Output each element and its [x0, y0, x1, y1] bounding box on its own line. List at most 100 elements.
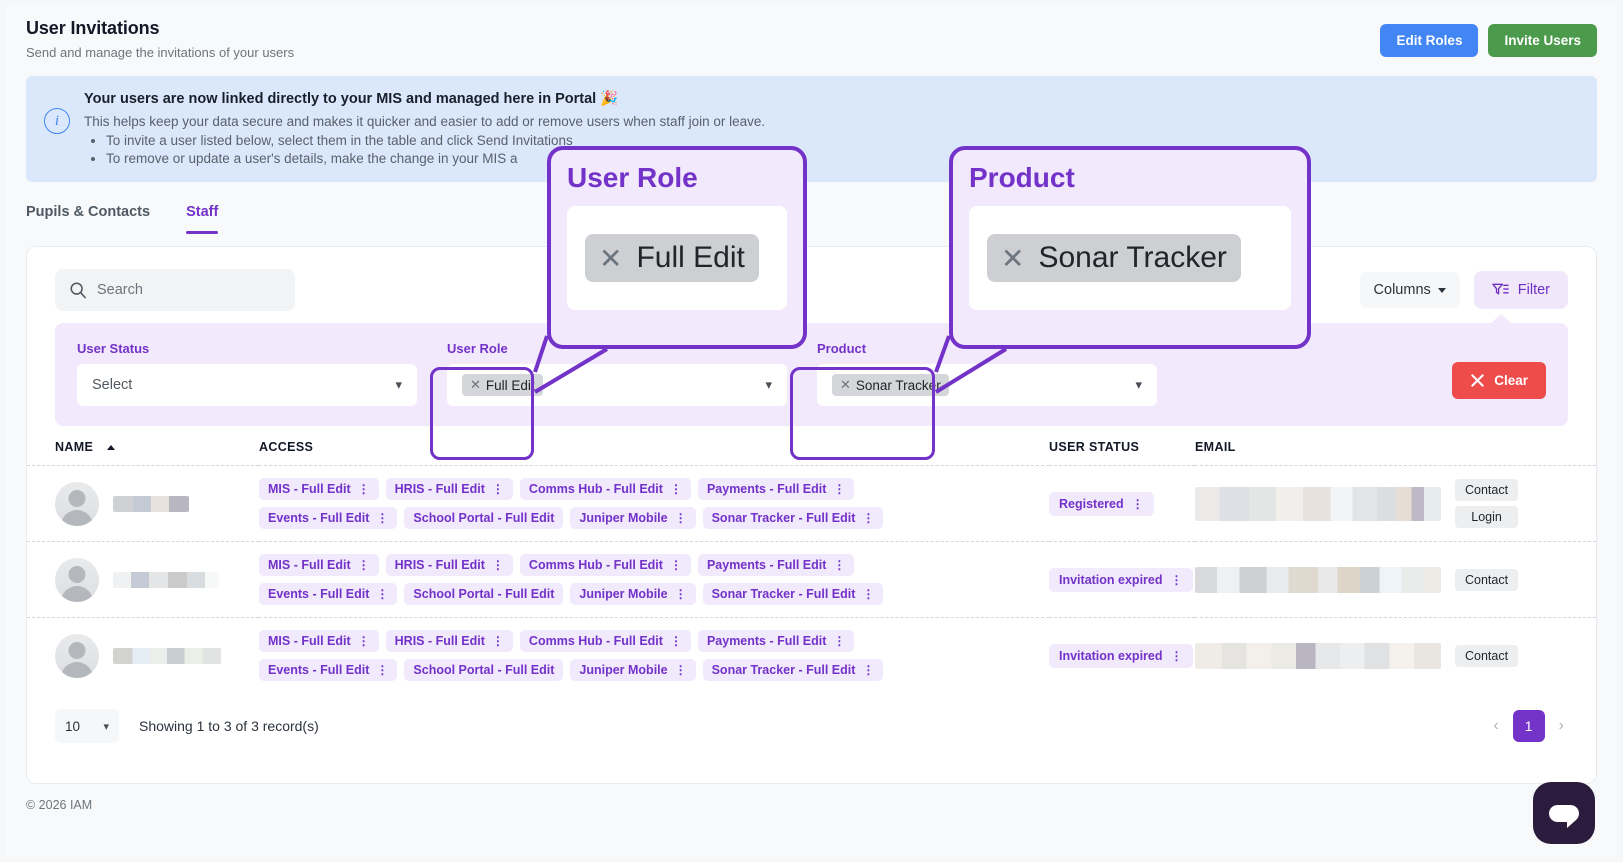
access-badge[interactable]: Sonar Tracker - Full Edit⋮	[702, 507, 884, 529]
access-badge[interactable]: Juniper Mobile⋮	[570, 583, 696, 605]
kebab-menu-icon[interactable]: ⋮	[862, 663, 875, 677]
kebab-menu-icon[interactable]: ⋮	[674, 587, 687, 601]
kebab-menu-icon[interactable]: ⋮	[491, 634, 504, 648]
page-size-select[interactable]: 10 ▾	[55, 709, 119, 743]
chevron-down-icon: ▾	[103, 720, 109, 733]
access-badge[interactable]: MIS - Full Edit⋮	[259, 478, 379, 500]
filter-product-select[interactable]: ✕ Sonar Tracker ▾	[817, 364, 1157, 406]
edit-roles-button[interactable]: Edit Roles	[1380, 24, 1479, 57]
email-redacted	[1195, 486, 1441, 521]
contact-button[interactable]: Contact	[1455, 568, 1519, 591]
access-badge[interactable]: Comms Hub - Full Edit⋮	[519, 478, 691, 500]
tab-staff[interactable]: Staff	[186, 204, 219, 234]
column-header-name[interactable]: NAME	[27, 440, 259, 466]
status-badge[interactable]: Invitation expired ⋮	[1049, 567, 1193, 592]
filter-button[interactable]: Filter	[1473, 271, 1568, 309]
column-header-name-label: NAME	[55, 440, 94, 454]
filter-user-role-chip[interactable]: ✕ Full Edit	[462, 374, 543, 396]
login-button[interactable]: Login	[1455, 506, 1519, 528]
kebab-menu-icon[interactable]: ⋮	[1131, 496, 1144, 511]
cell-name	[27, 466, 259, 542]
kebab-menu-icon[interactable]: ⋮	[376, 587, 389, 601]
kebab-menu-icon[interactable]: ⋮	[1170, 572, 1183, 587]
access-badge[interactable]: Events - Full Edit⋮	[259, 583, 398, 605]
kebab-menu-icon[interactable]: ⋮	[833, 558, 846, 572]
access-badge[interactable]: Payments - Full Edit⋮	[697, 630, 855, 652]
kebab-menu-icon[interactable]: ⋮	[833, 634, 846, 648]
access-badge-label: MIS - Full Edit	[268, 558, 351, 572]
access-badge[interactable]: Sonar Tracker - Full Edit⋮	[702, 583, 884, 605]
row-actions: Contact	[1455, 644, 1519, 667]
name-redacted	[113, 495, 189, 512]
kebab-menu-icon[interactable]: ⋮	[357, 558, 370, 572]
access-badge[interactable]: Juniper Mobile⋮	[570, 659, 696, 681]
access-badge[interactable]: HRIS - Full Edit⋮	[385, 478, 513, 500]
access-badge[interactable]: HRIS - Full Edit ⋮	[385, 554, 513, 576]
table-row[interactable]: MIS - Full Edit⋮ HRIS - Full Edit⋮ Comms…	[27, 617, 1596, 694]
page-header: User Invitations Send and manage the inv…	[6, 4, 1617, 70]
access-badge[interactable]: School Portal - Full Edit	[404, 583, 564, 605]
access-badge[interactable]: Comms Hub - Full Edit⋮	[519, 554, 691, 576]
access-badge[interactable]: Events - Full Edit⋮	[259, 507, 398, 529]
access-badge[interactable]: HRIS - Full Edit⋮	[385, 630, 513, 652]
kebab-menu-icon[interactable]: ⋮	[376, 511, 389, 525]
access-badge[interactable]: Sonar Tracker - Full Edit⋮	[702, 659, 884, 681]
access-badge[interactable]: School Portal - Full Edit	[404, 507, 564, 529]
page-size-value: 10	[65, 718, 81, 734]
contact-button[interactable]: Contact	[1455, 479, 1519, 501]
access-badge[interactable]: Payments - Full Edit⋮	[697, 478, 855, 500]
info-banner-title: Your users are now linked directly to yo…	[84, 91, 619, 107]
kebab-menu-icon[interactable]: ⋮	[674, 663, 687, 677]
kebab-menu-icon[interactable]: ⋮	[1170, 648, 1183, 663]
filter-user-status-select[interactable]: Select ▾	[77, 364, 417, 406]
status-badge[interactable]: Registered ⋮	[1049, 491, 1154, 516]
column-header-user-status[interactable]: USER STATUS	[1049, 440, 1140, 454]
access-badge[interactable]: Comms Hub - Full Edit⋮	[519, 630, 691, 652]
kebab-menu-icon[interactable]: ⋮	[357, 482, 370, 496]
invite-users-button[interactable]: Invite Users	[1488, 24, 1597, 57]
callout-product-label: Product	[969, 162, 1075, 193]
columns-label: Columns	[1373, 282, 1431, 298]
table-row[interactable]: MIS - Full Edit⋮ HRIS - Full Edit⋮ Comms…	[27, 465, 1596, 542]
kebab-menu-icon[interactable]: ⋮	[491, 558, 504, 572]
kebab-menu-icon[interactable]: ⋮	[669, 482, 682, 496]
name-redacted	[113, 571, 219, 588]
kebab-menu-icon[interactable]: ⋮	[376, 663, 389, 677]
clear-filters-button[interactable]: Clear	[1452, 362, 1546, 399]
contact-button[interactable]: Contact	[1455, 644, 1519, 667]
access-badge[interactable]: School Portal - Full Edit	[404, 659, 564, 681]
close-icon: ✕	[1001, 242, 1025, 274]
chat-widget-button[interactable]	[1533, 782, 1595, 844]
access-badge-label: Payments - Full Edit	[706, 558, 827, 572]
close-icon[interactable]: ✕	[470, 377, 481, 392]
table-row[interactable]: MIS - Full Edit ⋮ HRIS - Full Edit ⋮ Comms…	[27, 541, 1596, 618]
page-number-1[interactable]: 1	[1512, 710, 1545, 742]
kebab-menu-icon[interactable]: ⋮	[862, 511, 875, 525]
access-badge-label: HRIS - Full Edit	[394, 558, 485, 572]
close-icon[interactable]: ✕	[840, 377, 851, 392]
filter-product-chip[interactable]: ✕ Sonar Tracker	[832, 374, 949, 396]
kebab-menu-icon[interactable]: ⋮	[669, 558, 682, 572]
column-header-email[interactable]: EMAIL	[1195, 440, 1236, 454]
kebab-menu-icon[interactable]: ⋮	[833, 482, 846, 496]
access-badge[interactable]: MIS - Full Edit ⋮	[259, 554, 379, 576]
status-badge[interactable]: Invitation expired ⋮	[1049, 643, 1193, 668]
tab-pupils-contacts[interactable]: Pupils & Contacts	[26, 204, 151, 220]
kebab-menu-icon[interactable]: ⋮	[357, 634, 370, 648]
access-badge[interactable]: Payments - Full Edit ⋮	[697, 554, 855, 576]
access-badge[interactable]: Events - Full Edit⋮	[259, 659, 398, 681]
kebab-menu-icon[interactable]: ⋮	[674, 511, 687, 525]
column-header-access[interactable]: ACCESS	[259, 440, 314, 454]
kebab-menu-icon[interactable]: ⋮	[491, 482, 504, 496]
search-icon	[70, 282, 86, 299]
columns-button[interactable]: Columns	[1359, 272, 1460, 308]
chevron-left-icon[interactable]: ‹	[1493, 717, 1499, 734]
access-badge[interactable]: MIS - Full Edit⋮	[259, 630, 379, 652]
kebab-menu-icon[interactable]: ⋮	[669, 634, 682, 648]
search-input[interactable]: Search	[55, 269, 295, 311]
chevron-down-icon	[1437, 287, 1446, 293]
access-badge[interactable]: Juniper Mobile⋮	[570, 507, 696, 529]
kebab-menu-icon[interactable]: ⋮	[862, 587, 875, 601]
chevron-right-icon[interactable]: ›	[1558, 717, 1564, 734]
filter-user-role-select[interactable]: ✕ Full Edit ▾	[447, 364, 787, 406]
